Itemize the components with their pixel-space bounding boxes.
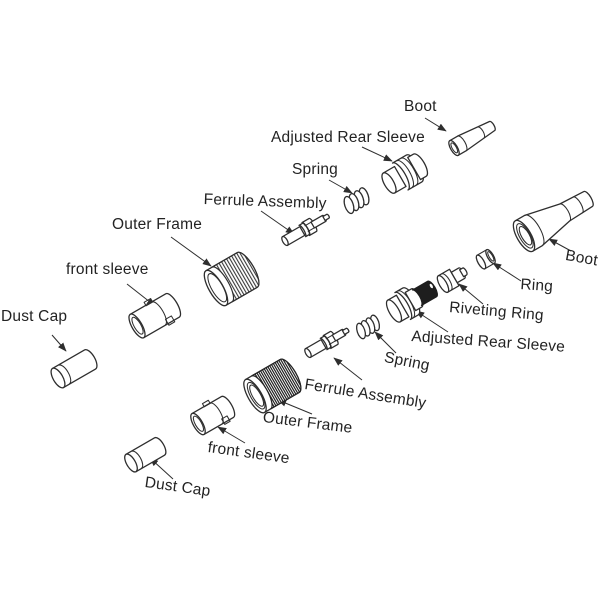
leader-arrow-top-outer-frame — [170, 236, 212, 267]
label-top-outer-frame: Outer Frame — [112, 216, 203, 233]
dust-cap-drawing-bottom — [124, 436, 167, 473]
spring-drawing-top — [343, 187, 370, 215]
boot-drawing-bottom — [512, 190, 594, 253]
label-top-spring: Spring — [292, 161, 339, 178]
label-top-dust-cap: Dust Cap — [1, 308, 68, 325]
leader-arrow-bottom-front-sleeve — [217, 426, 246, 444]
riveting-ring-drawing-bottom — [436, 267, 468, 294]
leader-arrow-bottom-spring — [374, 331, 397, 354]
leader-arrows-bottom-assembly — [149, 238, 572, 480]
adjusted-rear-sleeve-drawing-top — [381, 153, 429, 194]
leader-arrow-bottom-ring — [492, 262, 522, 282]
ferrule-assembly-drawing-bottom — [304, 327, 350, 359]
front-sleeve-drawing-bottom — [190, 395, 236, 436]
outer-frame-drawing-bottom — [243, 358, 302, 414]
leader-arrow-top-adjusted-rear-sleeve — [361, 146, 393, 162]
spring-drawing-bottom — [355, 314, 381, 340]
leader-arrow-bottom-ferrule-assembly — [333, 357, 363, 381]
outer-frame-drawing-top — [203, 251, 260, 307]
ring-drawing-bottom — [475, 248, 496, 270]
ferrule-assembly-drawing-top — [281, 213, 330, 247]
label-bottom-ring: Ring — [519, 276, 554, 296]
label-top-boot: Boot — [404, 98, 437, 115]
boot-drawing-top — [448, 120, 496, 157]
label-top-adjusted-rear-sleeve: Adjusted Rear Sleeve — [271, 129, 425, 146]
leader-arrow-top-dust-cap — [51, 334, 67, 352]
label-top-front-sleeve: front sleeve — [66, 261, 149, 278]
leader-arrows-top-assembly — [51, 117, 447, 352]
adjusted-rear-sleeve-drawing-bottom — [385, 280, 438, 323]
front-sleeve-drawing-top — [128, 292, 182, 339]
leader-arrow-bottom-boot — [548, 238, 572, 252]
leader-arrow-bottom-adjusted-rear-sleeve — [415, 310, 449, 333]
leader-arrow-bottom-outer-frame — [277, 399, 313, 415]
leader-arrow-top-boot — [424, 117, 447, 132]
leader-arrow-bottom-riveting-ring — [458, 283, 484, 305]
dust-cap-drawing-top — [50, 349, 98, 389]
leader-arrow-top-spring — [328, 179, 353, 194]
leader-arrow-top-ferrule-assembly — [260, 210, 295, 235]
